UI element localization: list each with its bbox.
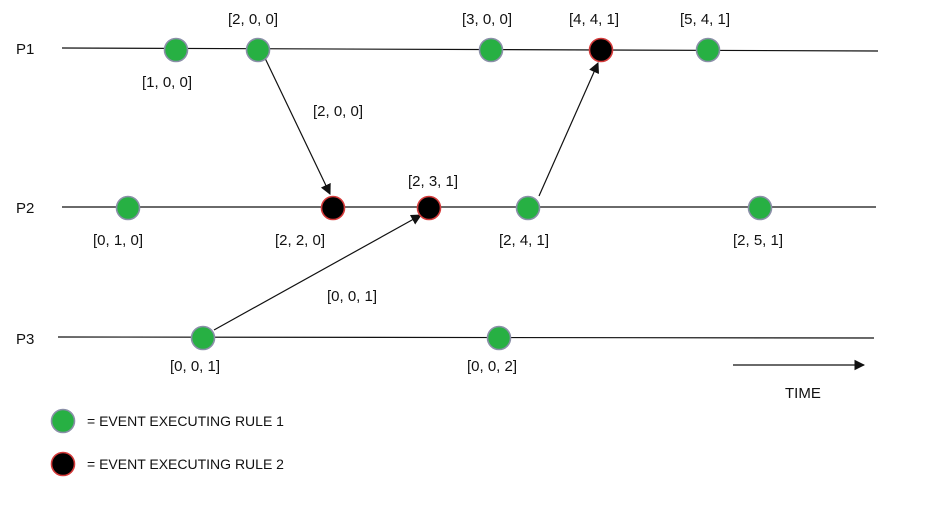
- vector-label: [4, 4, 1]: [569, 11, 619, 28]
- message-arrow-p3-to-p2: [213, 214, 422, 331]
- timeline-p1: [61, 47, 879, 52]
- message-arrow-p2-to-p1: [538, 62, 599, 197]
- vector-label: [0, 1, 0]: [93, 232, 143, 249]
- message-label-p1-to-p2: [2, 0, 0]: [313, 103, 363, 120]
- event-node: [416, 195, 442, 221]
- vector-label: [2, 3, 1]: [408, 173, 458, 190]
- event-node: [515, 195, 541, 221]
- process-label-p3: P3: [16, 331, 34, 348]
- event-node: [747, 195, 773, 221]
- legend-text-rule-1: = EVENT EXECUTING RULE 1: [87, 413, 284, 429]
- event-node: [190, 325, 216, 351]
- message-label-p3-to-p2: [0, 0, 1]: [327, 288, 377, 305]
- legend-swatch-rule-2: [50, 451, 76, 477]
- vector-label: [2, 0, 0]: [228, 11, 278, 28]
- time-label: TIME: [785, 385, 821, 402]
- event-node: [163, 37, 189, 63]
- vector-label: [1, 0, 0]: [142, 74, 192, 91]
- timeline-p3: [57, 336, 875, 339]
- vector-label: [2, 4, 1]: [499, 232, 549, 249]
- event-node: [320, 195, 346, 221]
- event-node: [486, 325, 512, 351]
- event-node: [695, 37, 721, 63]
- event-node: [245, 37, 271, 63]
- vector-label: [3, 0, 0]: [462, 11, 512, 28]
- vector-label: [2, 2, 0]: [275, 232, 325, 249]
- event-node: [115, 195, 141, 221]
- message-arrow-p1-to-p2: [263, 55, 331, 195]
- vector-label: [5, 4, 1]: [680, 11, 730, 28]
- legend-text-rule-2: = EVENT EXECUTING RULE 2: [87, 456, 284, 472]
- event-node: [588, 37, 614, 63]
- process-label-p2: P2: [16, 200, 34, 217]
- event-node: [478, 37, 504, 63]
- vector-label: [0, 0, 1]: [170, 358, 220, 375]
- legend-swatch-rule-1: [50, 408, 76, 434]
- vector-label: [2, 5, 1]: [733, 232, 783, 249]
- vector-label: [0, 0, 2]: [467, 358, 517, 375]
- process-label-p1: P1: [16, 41, 34, 58]
